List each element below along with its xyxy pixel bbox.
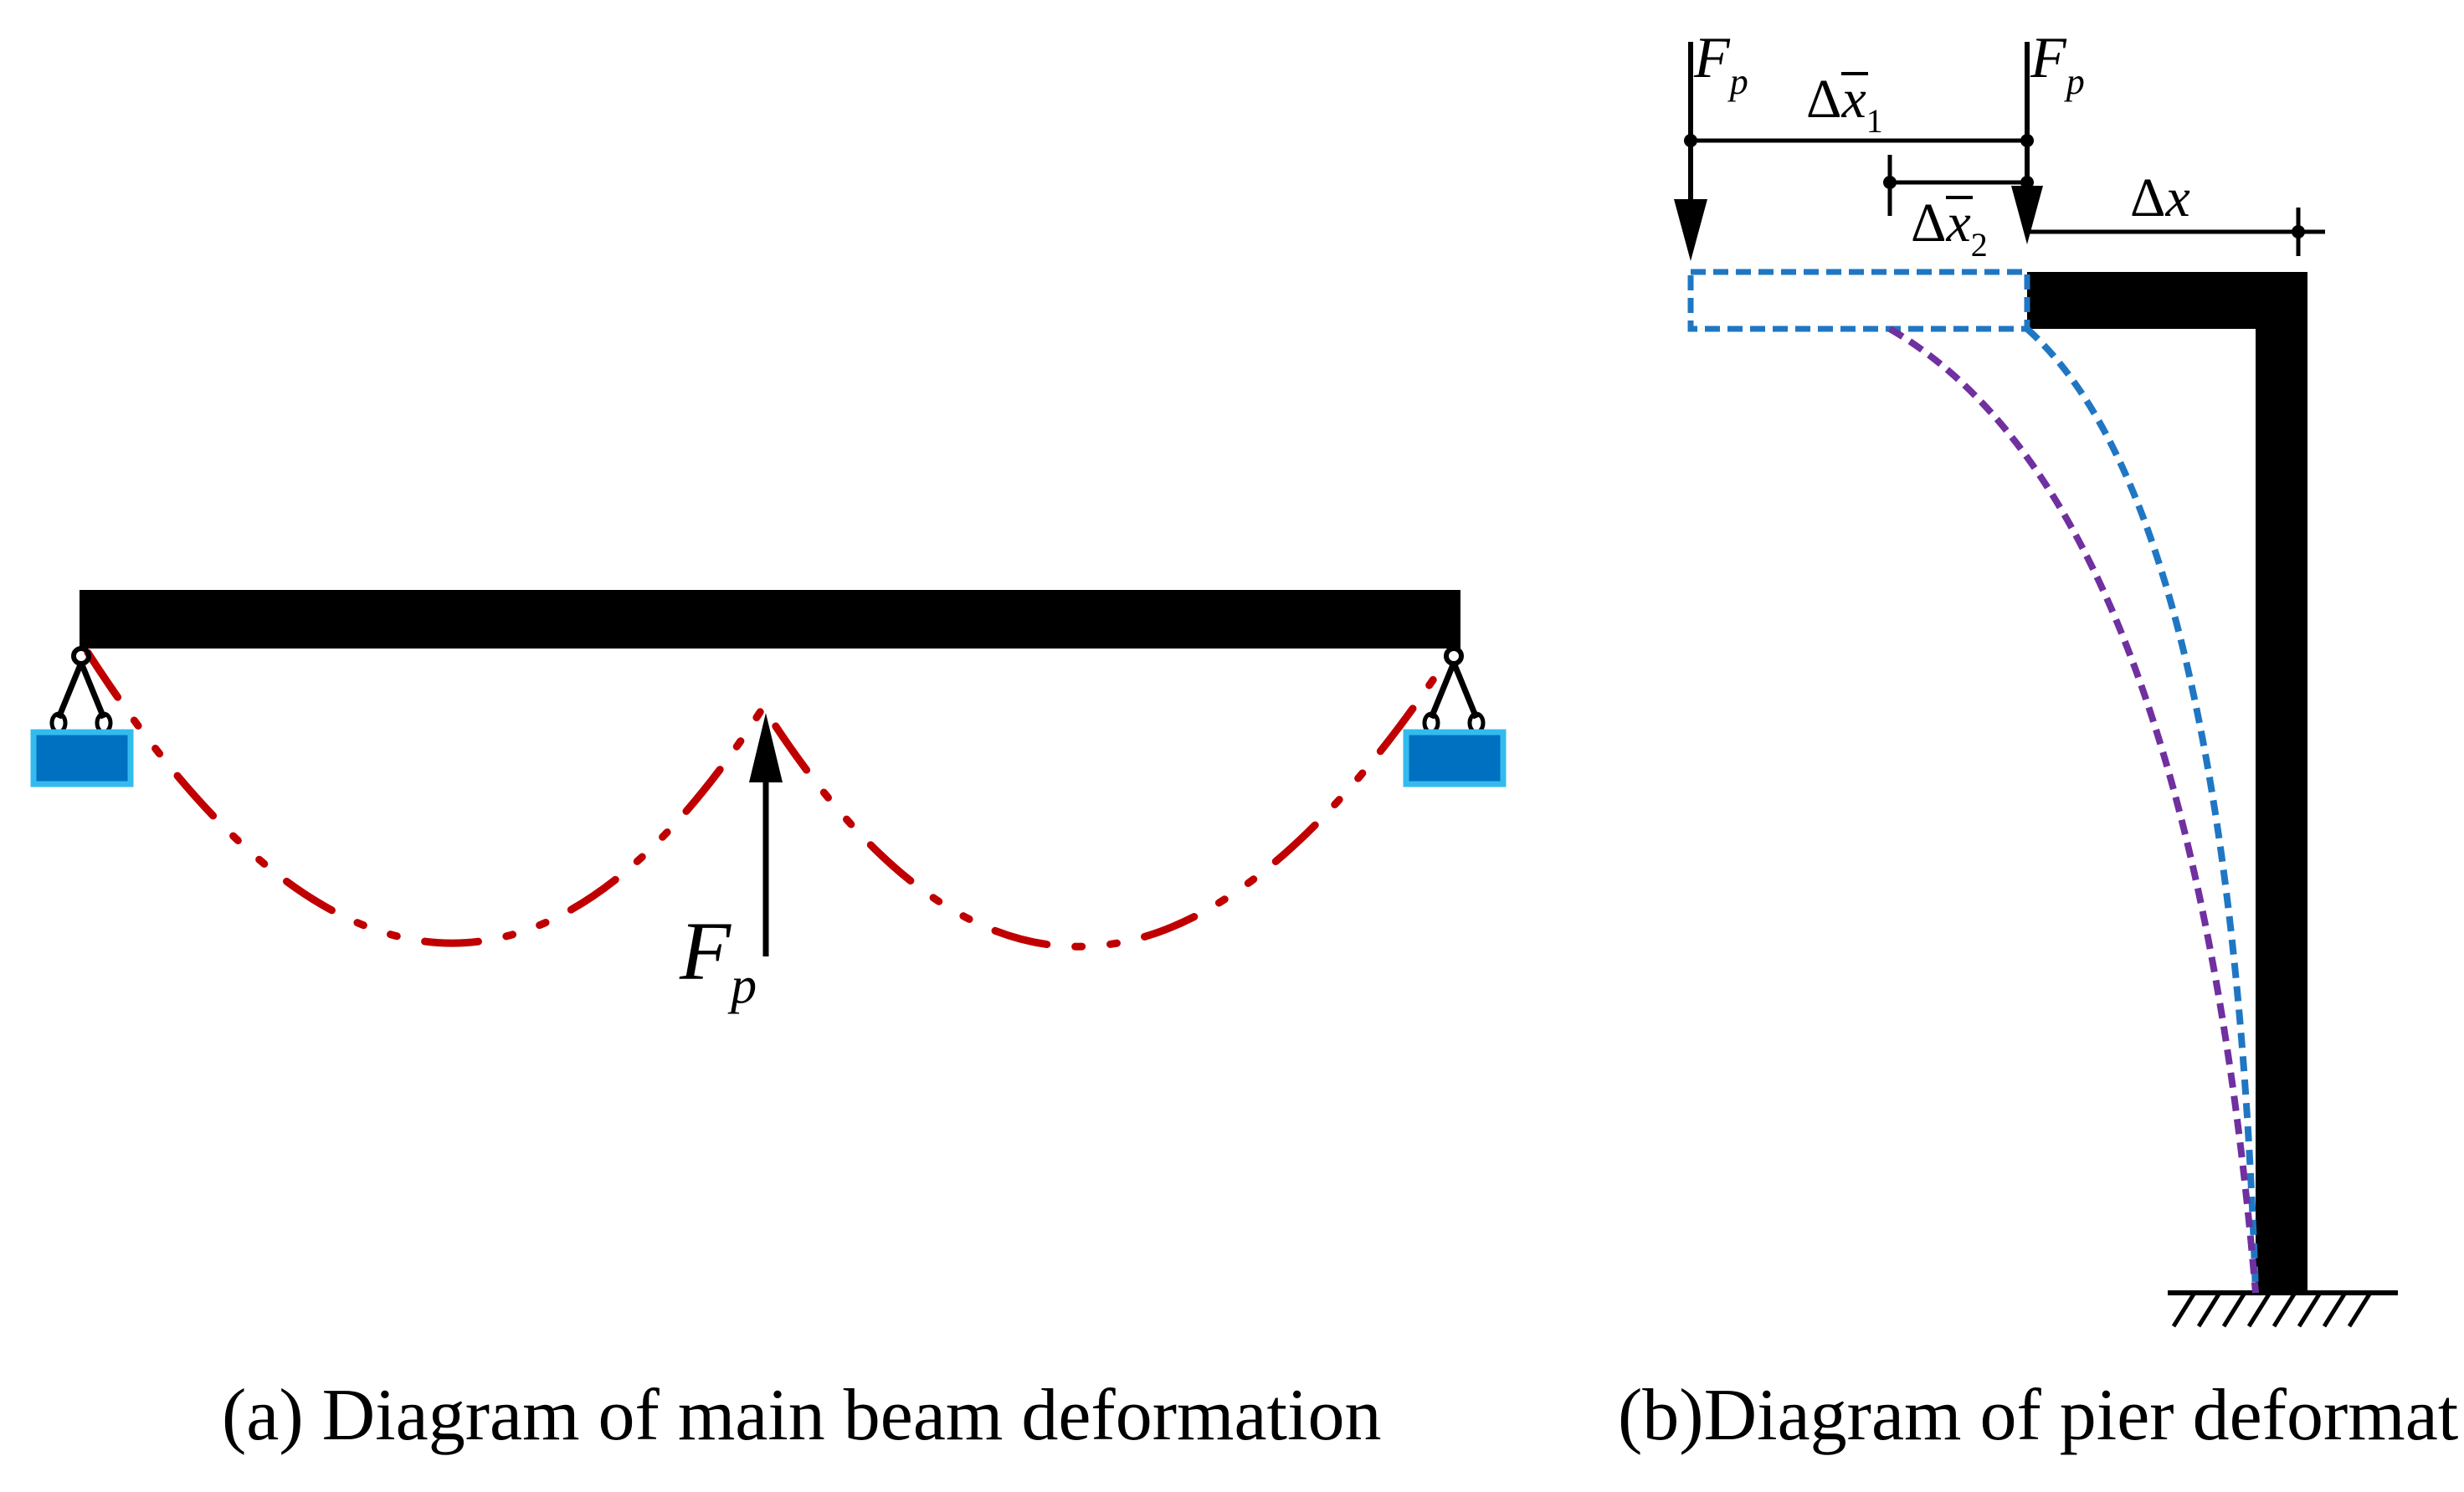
beam-load-label-subscript: p — [727, 957, 757, 1014]
fixed-support-hatching — [2168, 1290, 2398, 1328]
left-bearing — [30, 646, 134, 787]
pier-load-right-subscript: p — [2064, 61, 2085, 102]
panel-b-pier: Fp Fp Δx1 Δx2 Δx (b)Diagram of pier defo… — [1618, 26, 2458, 1456]
dimension-2-label: Δx2 — [1911, 192, 1988, 264]
pier-deformed-curve-inner — [1887, 326, 2259, 1294]
main-beam — [80, 590, 1460, 649]
panel-a-main-beam: Fp (a) Diagram of main beam deformation — [30, 590, 1507, 1456]
dimension-1-label: Δx1 — [1806, 69, 1883, 140]
dimension-3-label: Δx — [2130, 167, 2190, 228]
right-bearing — [1403, 646, 1507, 787]
pier-load-left-subscript: p — [1727, 61, 1748, 102]
pier-column — [2256, 272, 2307, 1293]
left-bearing-block — [30, 729, 134, 787]
caption-a: (a) Diagram of main beam deformation — [222, 1375, 1381, 1456]
caption-b: (b)Diagram of pier deformat — [1618, 1375, 2458, 1456]
beam-load-label: Fp — [679, 905, 757, 1014]
svg-text:Δx1: Δx1 — [1806, 69, 1883, 140]
displaced-cap-outline — [1687, 269, 2030, 332]
pier-deformed-curve-outer — [2025, 326, 2259, 1294]
right-bearing-block — [1403, 729, 1507, 787]
pier-load-right-label: Fp — [2030, 26, 2085, 102]
dimension-line-3 — [2027, 208, 2325, 256]
beam-deflection-curve — [84, 649, 1445, 951]
svg-text:Δx2: Δx2 — [1911, 192, 1988, 264]
dimension-line-2 — [1883, 155, 2027, 216]
pier-load-left-label: Fp — [1693, 26, 1748, 102]
upward-load-arrow — [749, 713, 783, 956]
